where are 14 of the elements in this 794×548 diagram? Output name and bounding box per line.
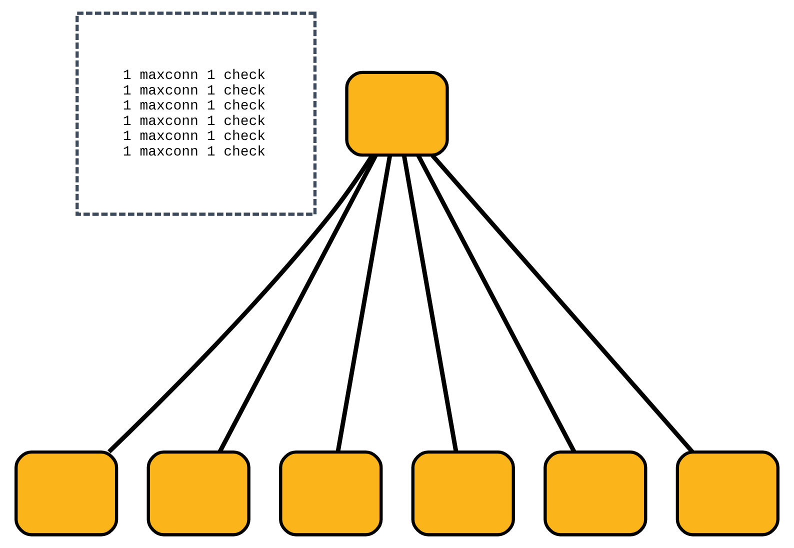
node-box <box>146 450 250 536</box>
connector <box>402 154 458 452</box>
connector <box>107 154 374 454</box>
connector <box>336 154 392 452</box>
node-box <box>279 450 383 536</box>
node-box <box>345 70 449 157</box>
node-box <box>676 450 780 536</box>
node-box: 1 maxconn 1 check 1 maxconn 1 check 1 maxconn 1 check 1 maxconn 1 check 1 maxconn 1 check 1 maxconn 1 check <box>76 12 317 216</box>
connector <box>416 154 576 454</box>
node-box <box>544 450 648 536</box>
node-box <box>14 450 118 536</box>
connector <box>430 154 694 454</box>
connector <box>218 154 378 454</box>
node-box <box>411 450 515 536</box>
